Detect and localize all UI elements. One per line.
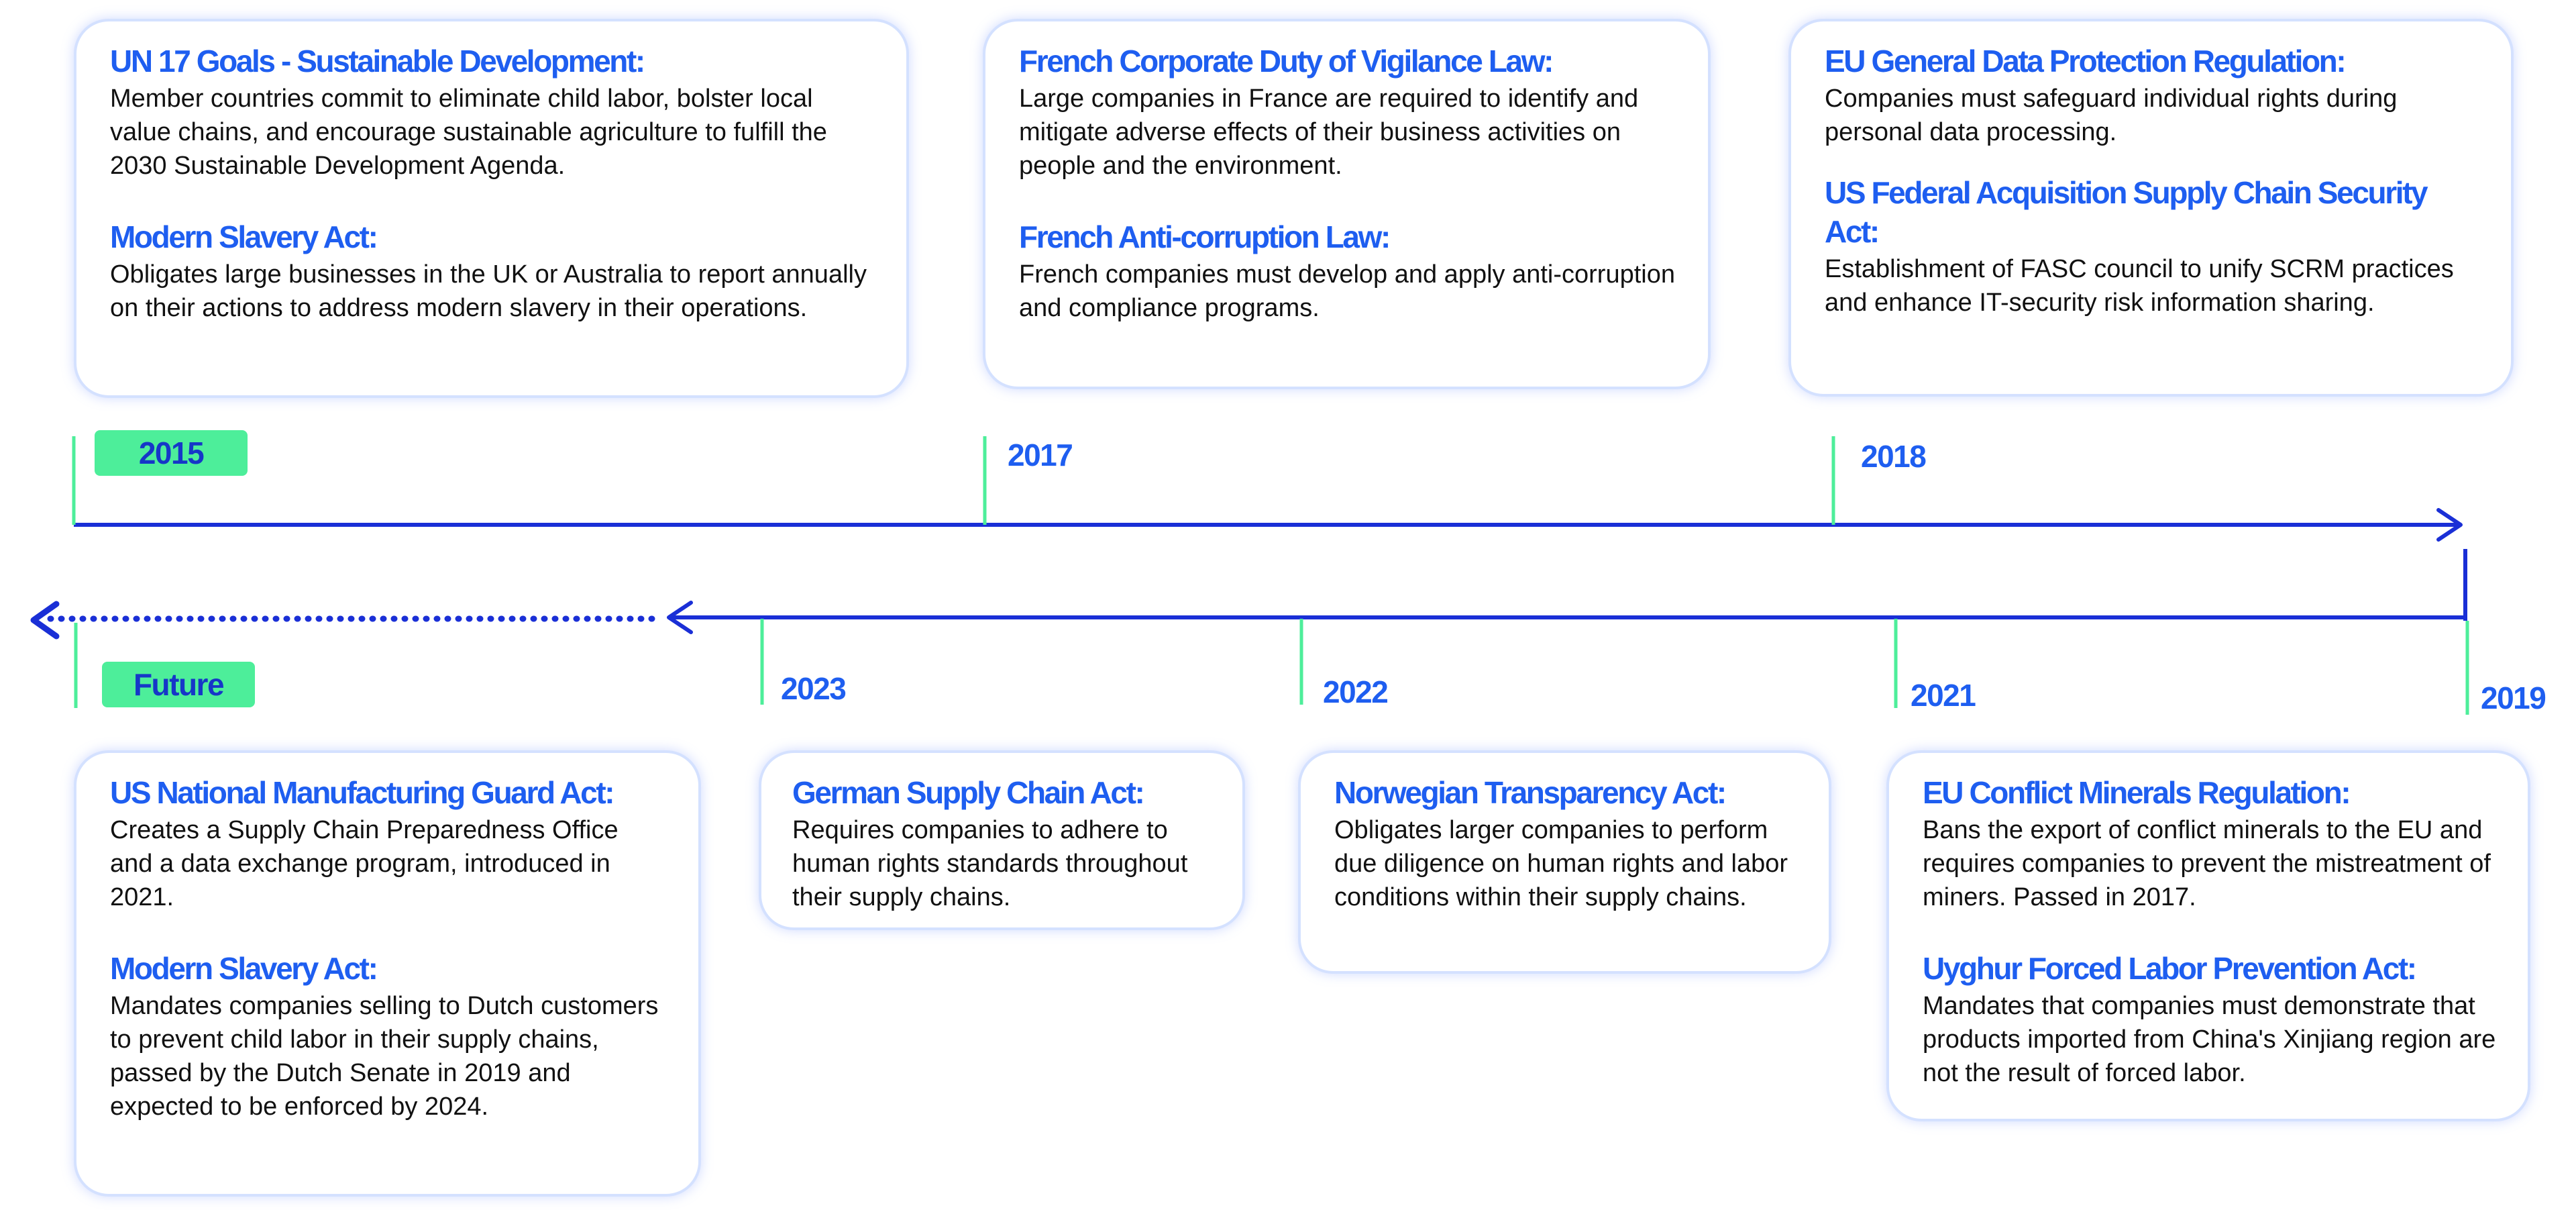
year-badge-2015: 2015: [95, 430, 248, 476]
regulation-description: French companies must develop and apply …: [1019, 260, 1675, 322]
regulation-card-future: US National Manufacturing Guard Act: Cre…: [74, 750, 701, 1197]
year-label-2018: 2018: [1861, 439, 1927, 474]
regulation-title: UN 17 Goals - Sustainable Development:: [110, 44, 645, 79]
regulation-entry: French Anti-corruption Law: French compa…: [1019, 217, 1677, 325]
regulation-card-2022: Norwegian Transparency Act: Obligates la…: [1298, 750, 1831, 974]
arrow-right-icon: [2436, 508, 2463, 542]
regulation-title: Modern Slavery Act:: [110, 951, 378, 986]
regulation-description: Companies must safeguard individual righ…: [1825, 85, 2398, 146]
regulation-description: Mandates that companies must demonstrate…: [1923, 992, 2496, 1087]
year-badge-future: Future: [102, 662, 255, 707]
regulation-entry: German Supply Chain Act: Requires compan…: [792, 773, 1212, 914]
regulation-title: German Supply Chain Act:: [792, 775, 1145, 810]
regulation-description: Requires companies to adhere to human ri…: [792, 816, 1188, 911]
regulation-description: Mandates companies selling to Dutch cust…: [110, 992, 659, 1121]
regulation-title: Norwegian Transparency Act:: [1334, 775, 1727, 810]
regulation-card-2015: UN 17 Goals - Sustainable Development: M…: [74, 19, 909, 398]
year-label-2017: 2017: [1008, 438, 1073, 472]
regulation-description: Member countries commit to eliminate chi…: [110, 85, 827, 180]
regulation-title: EU Conflict Minerals Regulation:: [1923, 775, 2351, 810]
regulation-entry: EU Conflict Minerals Regulation: Bans th…: [1923, 773, 2497, 914]
regulation-description: Establishment of FASC council to unify S…: [1825, 255, 2454, 317]
regulation-title: French Anti-corruption Law:: [1019, 219, 1391, 254]
regulation-entry: US National Manufacturing Guard Act: Cre…: [110, 773, 667, 914]
regulation-card-2017: French Corporate Duty of Vigilance Law: …: [983, 19, 1711, 389]
regulation-card-2023: German Supply Chain Act: Requires compan…: [759, 750, 1245, 930]
regulation-title: Uyghur Forced Labor Prevention Act:: [1923, 951, 2417, 986]
year-label-2021: 2021: [1911, 678, 1976, 713]
regulation-card-2018: EU General Data Protection Regulation: C…: [1788, 19, 2514, 397]
regulation-description: Bans the export of conflict minerals to …: [1923, 816, 2491, 911]
regulation-title: Modern Slavery Act:: [110, 219, 378, 254]
regulation-entry: French Corporate Duty of Vigilance Law: …: [1019, 42, 1677, 183]
regulation-entry: Uyghur Forced Labor Prevention Act: Mand…: [1923, 949, 2497, 1090]
regulation-description: Creates a Supply Chain Preparedness Offi…: [110, 816, 619, 911]
regulation-title: French Corporate Duty of Vigilance Law:: [1019, 44, 1554, 79]
regulation-description: Obligates larger companies to perform du…: [1334, 816, 1788, 911]
year-label-2022: 2022: [1323, 674, 1389, 709]
regulation-title: EU General Data Protection Regulation:: [1825, 44, 2347, 79]
regulation-entry: Modern Slavery Act: Mandates companies s…: [110, 949, 667, 1123]
arrow-left-icon: [667, 601, 693, 634]
year-label-2023: 2023: [781, 671, 847, 706]
regulation-title: US Federal Acquisition Supply Chain Secu…: [1825, 175, 2428, 249]
regulation-description: Obligates large businesses in the UK or …: [110, 260, 867, 322]
regulation-title: US National Manufacturing Guard Act:: [110, 775, 615, 810]
regulation-entry: US Federal Acquisition Supply Chain Secu…: [1825, 173, 2480, 319]
regulation-entry: UN 17 Goals - Sustainable Development: M…: [110, 42, 875, 183]
arrow-left-future-icon: [30, 601, 60, 640]
year-label-2019: 2019: [2481, 680, 2546, 715]
regulation-description: Large companies in France are required t…: [1019, 85, 1639, 180]
regulation-entry: Modern Slavery Act: Obligates large busi…: [110, 217, 875, 325]
regulation-card-2019: EU Conflict Minerals Regulation: Bans th…: [1886, 750, 2530, 1121]
regulation-entry: Norwegian Transparency Act: Obligates la…: [1334, 773, 1798, 914]
regulation-entry: EU General Data Protection Regulation: C…: [1825, 42, 2480, 149]
